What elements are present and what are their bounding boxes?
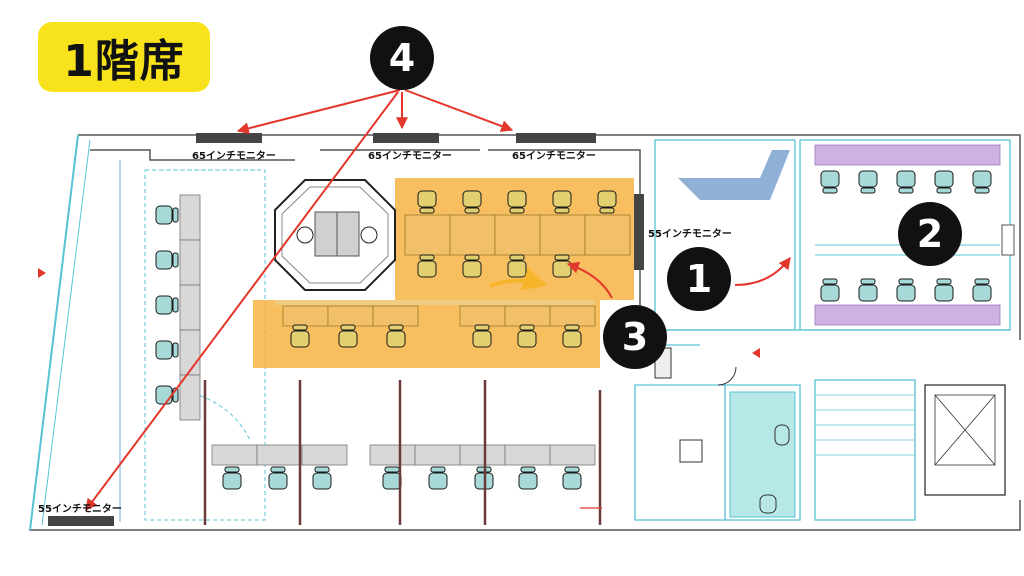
- orange-desks: [282, 214, 631, 327]
- octagon-room: [274, 179, 396, 291]
- monitor-label-65-left: 65インチモニター: [192, 151, 276, 162]
- elevator: [934, 394, 996, 466]
- monitor-label-65-right: 65インチモニター: [512, 151, 596, 162]
- floor-title: 1階席: [38, 22, 210, 92]
- outer-walls: [29, 134, 1021, 531]
- bottom-desks: [211, 444, 596, 466]
- left-chairs: [155, 205, 179, 405]
- stair-grid: [815, 394, 915, 456]
- restroom: [654, 347, 796, 518]
- marker-badge-3: 3: [603, 305, 667, 369]
- vertical-partitions: [203, 380, 602, 525]
- bottom-chairs: [222, 466, 582, 490]
- entrance-marker: [38, 268, 46, 278]
- marker-badge-1: 1: [667, 247, 731, 311]
- pointer-arrows: [85, 89, 791, 511]
- room-outlines: [620, 139, 1011, 521]
- left-desk-column: [179, 194, 201, 421]
- monitor-label-55-bottom: 55インチモニター: [38, 504, 122, 515]
- monitor-label-65-center: 65インチモニター: [368, 151, 452, 162]
- marker-badge-4: 4: [370, 26, 434, 90]
- entrance-marker: [752, 348, 760, 358]
- monitor-bars: [48, 133, 644, 526]
- marker-badge-2: 2: [898, 202, 962, 266]
- stair-shape: [678, 150, 790, 200]
- path-arrow-yellow: [489, 267, 548, 291]
- meeting-room: [814, 144, 1015, 326]
- monitor-label-55-right: 55インチモニター: [648, 229, 732, 240]
